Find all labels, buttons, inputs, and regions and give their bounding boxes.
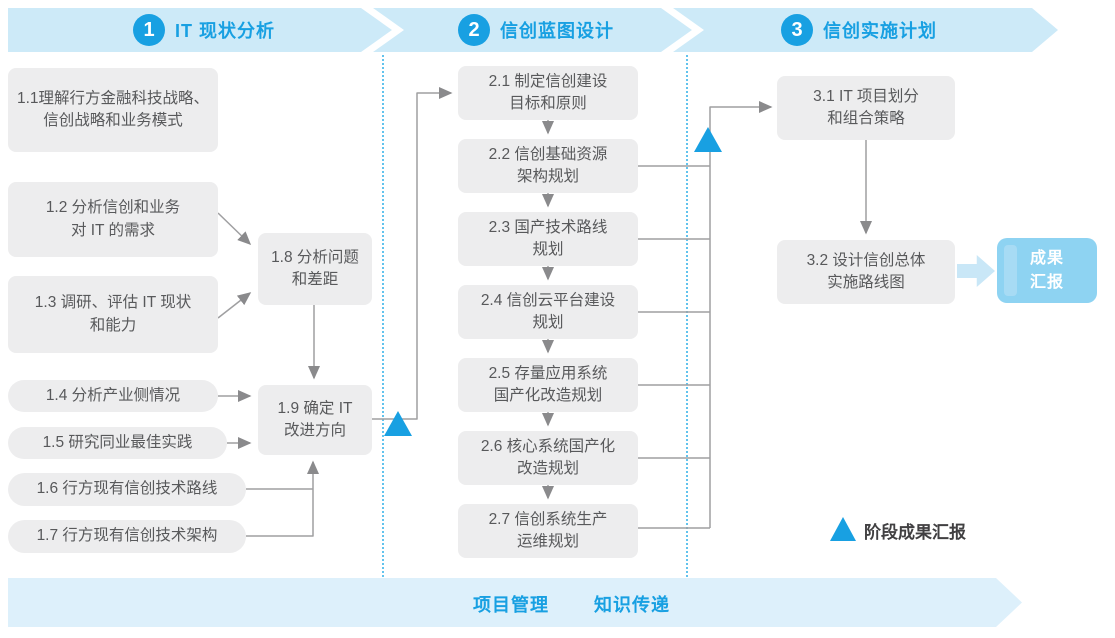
step-box-2-2: 2.2 信创基础资源 架构规划	[458, 139, 638, 193]
footer-knowledge-transfer-label: 知识传递	[594, 595, 670, 615]
step-box-1-5: 1.5 研究同业最佳实践	[8, 427, 227, 459]
step-box-3-2: 3.2 设计信创总体 实施路线图	[777, 240, 955, 304]
phase-divider-2	[686, 55, 688, 577]
step-box-1-3: 1.3 调研、评估 IT 现状 和能力	[8, 276, 218, 353]
step-box-1-6: 1.6 行方现有信创技术路线	[8, 473, 246, 506]
step-box-2-6: 2.6 核心系统国产化 改造规划	[458, 431, 638, 485]
phase-divider-1	[382, 55, 384, 577]
phase-3-header: 3 信创实施计划	[781, 8, 937, 52]
phase-1-number-badge: 1	[133, 14, 165, 46]
connector-1-9-to-2-1	[372, 87, 453, 420]
outcome-report-box: 成果 汇报	[997, 238, 1097, 303]
step-box-1-8: 1.8 分析问题 和差距	[258, 233, 372, 305]
phase-3-title: 信创实施计划	[823, 21, 937, 41]
step-box-1-9: 1.9 确定 IT 改进方向	[258, 385, 372, 455]
phase-2-number-badge: 2	[458, 14, 490, 46]
connector-1-3-to-1-8	[217, 292, 252, 319]
phase-1-title: IT 现状分析	[175, 21, 275, 41]
connector-1-7-to-1-9	[246, 460, 319, 537]
step-box-1-2: 1.2 分析信创和业务 对 IT 的需求	[8, 182, 218, 257]
phase-2-header: 2 信创蓝图设计	[458, 8, 614, 52]
step-box-3-1: 3.1 IT 项目划分 和组合策略	[777, 76, 955, 140]
step-box-2-5: 2.5 存量应用系统 国产化改造规划	[458, 358, 638, 412]
legend-triangle-icon	[830, 517, 856, 541]
phase-3-number-badge: 3	[781, 14, 813, 46]
step-box-1-7: 1.7 行方现有信创技术架构	[8, 520, 246, 553]
step-box-2-4: 2.4 信创云平台建设 规划	[458, 285, 638, 339]
step-box-2-3: 2.3 国产技术路线 规划	[458, 212, 638, 266]
milestone-triangle-phase2-icon	[694, 127, 722, 152]
connector-1-2-to-1-8	[217, 212, 252, 246]
step-box-1-1: 1.1理解行方金融科技战略、 信创战略和业务模式	[8, 68, 218, 152]
phase-2-title: 信创蓝图设计	[500, 21, 614, 41]
milestone-triangle-phase1-icon	[384, 411, 412, 436]
step-box-2-7: 2.7 信创系统生产 运维规划	[458, 504, 638, 558]
phase-ribbon	[8, 8, 1058, 52]
legend-label: 阶段成果汇报	[864, 523, 966, 542]
footer-project-management-label: 项目管理	[473, 595, 549, 615]
step-box-1-4: 1.4 分析产业侧情况	[8, 380, 218, 412]
phase-1-header: 1 IT 现状分析	[133, 8, 275, 52]
footer-ribbon	[8, 578, 1022, 627]
connector-collector-to-3-1	[709, 101, 773, 528]
step-box-2-1: 2.1 制定信创建设 目标和原则	[458, 66, 638, 120]
